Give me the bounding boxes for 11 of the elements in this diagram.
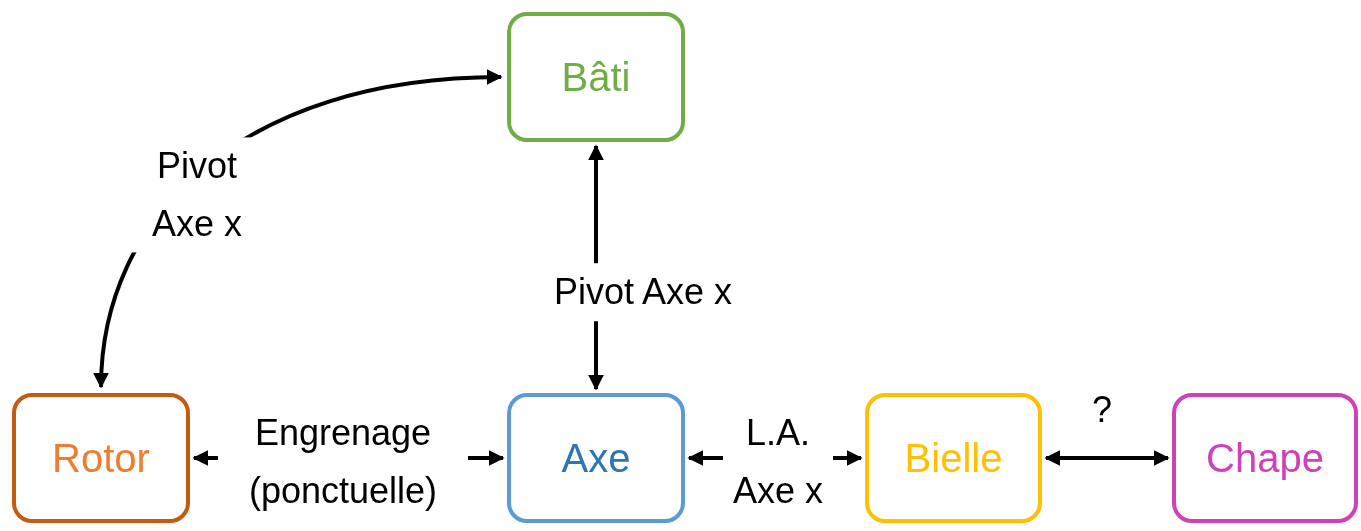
block-label: Rotor xyxy=(52,435,150,482)
block-label: Bâti xyxy=(561,54,631,101)
block-box xyxy=(12,393,190,523)
block-label: Chape xyxy=(1206,435,1324,482)
block-box xyxy=(507,393,685,523)
block-label: Axe xyxy=(561,435,631,482)
block-label: Bielle xyxy=(904,435,1003,482)
block-box xyxy=(1172,393,1358,523)
block-box xyxy=(865,393,1042,523)
block-box xyxy=(507,12,685,142)
double-arrow xyxy=(1044,450,1170,466)
